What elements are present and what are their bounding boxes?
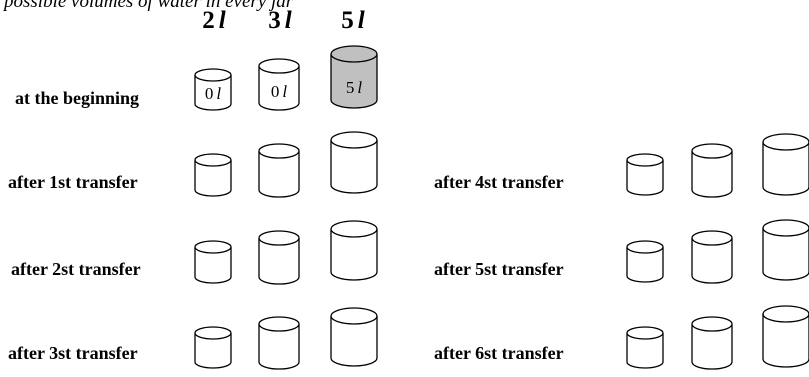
jar-2l-transfer-1	[194, 153, 232, 197]
row-label-transfer-3: after 3st transfer	[8, 343, 138, 363]
jar-2l-transfer-2	[194, 240, 232, 284]
jar-5l-transfer-3	[330, 307, 378, 367]
jar-3l-transfer-4	[691, 143, 733, 198]
jar-3l-transfer-5	[691, 230, 733, 284]
jar-2l-transfer-6	[626, 326, 664, 369]
jar-2l-transfer-3	[194, 326, 232, 369]
jar-3l-transfer-6	[691, 316, 733, 370]
jar-5l-transfer-1	[330, 131, 378, 194]
jar-3l-transfer-2	[258, 230, 300, 285]
jar-5l-transfer-2	[330, 220, 378, 281]
jar-5l-transfer-5	[762, 219, 809, 281]
row-label-beginning: at the beginning	[15, 88, 139, 108]
row-label-transfer-6: after 6st transfer	[434, 343, 564, 363]
row-label-transfer-1: after 1st transfer	[8, 172, 138, 192]
jar-3l-transfer-3	[258, 316, 300, 370]
jar-3l-transfer-1	[258, 143, 300, 198]
jar-5l-transfer-6	[762, 305, 809, 368]
row-label-transfer-5: after 5st transfer	[434, 259, 564, 279]
jar-5l-transfer-4	[762, 133, 809, 196]
intro-text: possible volumes of water in every jar	[2, 0, 294, 12]
row-label-transfer-4: after 4st transfer	[434, 172, 564, 192]
jar-2l-transfer-4	[626, 153, 664, 196]
jar-2l-transfer-5	[626, 240, 664, 283]
row-label-transfer-2: after 2st transfer	[11, 259, 141, 279]
